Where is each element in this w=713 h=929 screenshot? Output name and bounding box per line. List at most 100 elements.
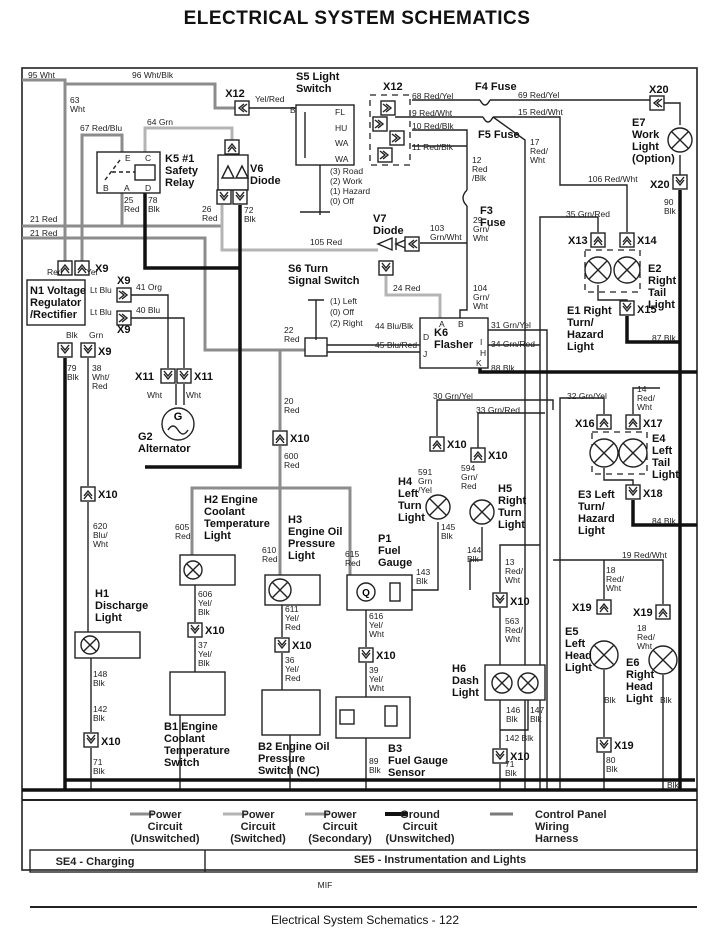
x15-connector-icon: X15 <box>619 300 657 316</box>
s5-terminal: HU <box>335 123 347 133</box>
wire-label-w68: 68 Red/Yel <box>412 91 453 101</box>
x19-label: X19 <box>633 607 653 619</box>
x12-label: X12 <box>383 81 403 93</box>
x13-label: X13 <box>568 235 588 247</box>
x12-label: X12 <box>225 88 245 100</box>
mif-label: MIF <box>318 880 333 890</box>
wire-label-w32: 32 Grn/Yel <box>567 391 607 401</box>
x19-connector-icon: X19 <box>633 604 671 620</box>
wire-label-w11: 11 Red/Blk <box>412 142 454 152</box>
x10-connector-icon: X10 <box>429 436 467 452</box>
wire-label-w33: 33 Grn/Red <box>476 405 520 415</box>
connector-connector-icon <box>57 342 73 358</box>
s5-terminal: WA <box>335 138 349 148</box>
x10-label: X10 <box>488 450 508 462</box>
s5-light-switch <box>295 104 355 215</box>
lamp-icon <box>618 438 648 468</box>
x9-label: X9 <box>98 346 111 358</box>
e1-e2-lamp-group <box>584 249 641 293</box>
wire-label-w21a: 21 Red <box>30 214 58 224</box>
k5-terminal: B <box>103 183 109 193</box>
wire-label-w35: 35 Grn/Red <box>566 209 610 219</box>
wire-label-w21b: 21 Red <box>30 228 58 238</box>
wire-label-w45: 45 Blu/Red <box>375 340 417 350</box>
k6-terminal: I <box>480 337 482 347</box>
h2-coolant-temp-light <box>179 554 236 586</box>
x10-connector-icon: X10 <box>80 486 118 502</box>
wire-label-w105: 105 Red <box>310 237 342 247</box>
connector-connector-icon <box>372 116 388 132</box>
wire-label-wht2: Wht <box>186 390 202 400</box>
wire-label-blk4: Blk <box>667 780 680 790</box>
connector-connector-icon <box>232 189 248 205</box>
lamp-icon <box>667 127 693 153</box>
x19-connector-icon: X19 <box>572 599 612 615</box>
x20-label: X20 <box>649 84 669 96</box>
n1-voltage-regulator <box>26 279 86 326</box>
x9-connector-icon: X9 <box>74 260 108 276</box>
x10-connector-icon: X10 <box>187 622 225 638</box>
wire-label-yel: Yel <box>86 267 98 277</box>
k6-terminal: B <box>458 319 464 329</box>
lamp-icon <box>268 578 292 602</box>
wire-label-w24: 24 Red <box>393 283 421 293</box>
wire-label-blk: Blk <box>66 330 79 340</box>
x9-connector-icon: X9 <box>80 342 111 358</box>
wire-label-w96: 96 Wht/Blk <box>132 70 174 80</box>
x19-connector-icon: X19 <box>596 737 634 753</box>
wire-label-w41: 41 Org <box>136 282 162 292</box>
svg-text:G: G <box>174 411 183 423</box>
x10-label: X10 <box>376 650 396 662</box>
x11-connector-icon: X11 <box>135 368 176 384</box>
page-footer: Electrical System Schematics - 122 <box>271 913 459 927</box>
wire-label-w69: 69 Red/Yel <box>518 90 559 100</box>
f4-label: F4 Fuse <box>475 81 517 93</box>
wire-label-w30: 30 Grn/Yel <box>433 391 473 401</box>
lamp-icon <box>648 645 678 675</box>
p1-fuel-gauge: Q <box>346 574 413 611</box>
x19-label: X19 <box>572 602 592 614</box>
x11-connector-icon: X11 <box>176 368 213 384</box>
k6-terminal: H <box>480 348 486 358</box>
x11-label: X11 <box>194 371 213 383</box>
x10-label: X10 <box>98 489 118 501</box>
